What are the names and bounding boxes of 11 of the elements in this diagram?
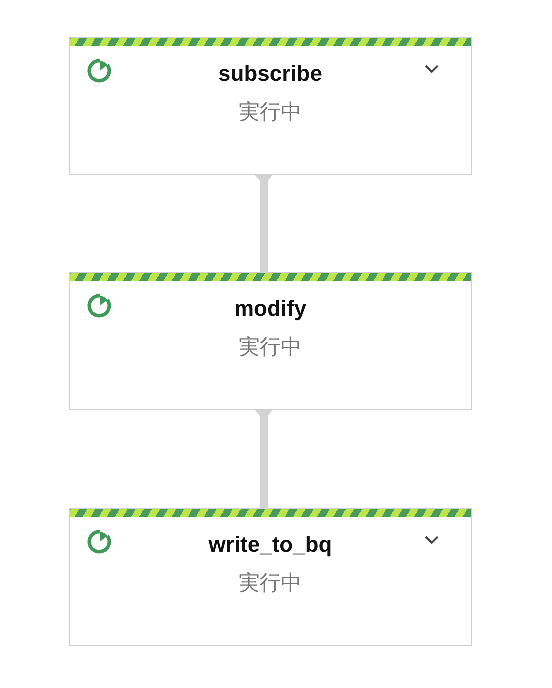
step-name: modify bbox=[234, 296, 307, 322]
step-box bbox=[69, 508, 472, 646]
connector-line bbox=[255, 175, 273, 272]
step-box bbox=[69, 37, 472, 175]
status-text: 実行中 bbox=[239, 571, 302, 597]
step-name: subscribe bbox=[218, 61, 322, 87]
step-name: write_to_bq bbox=[208, 532, 332, 558]
connector-line bbox=[255, 410, 273, 508]
status-text: 実行中 bbox=[239, 100, 302, 126]
status-text: 実行中 bbox=[239, 335, 302, 361]
step-box bbox=[69, 272, 472, 410]
